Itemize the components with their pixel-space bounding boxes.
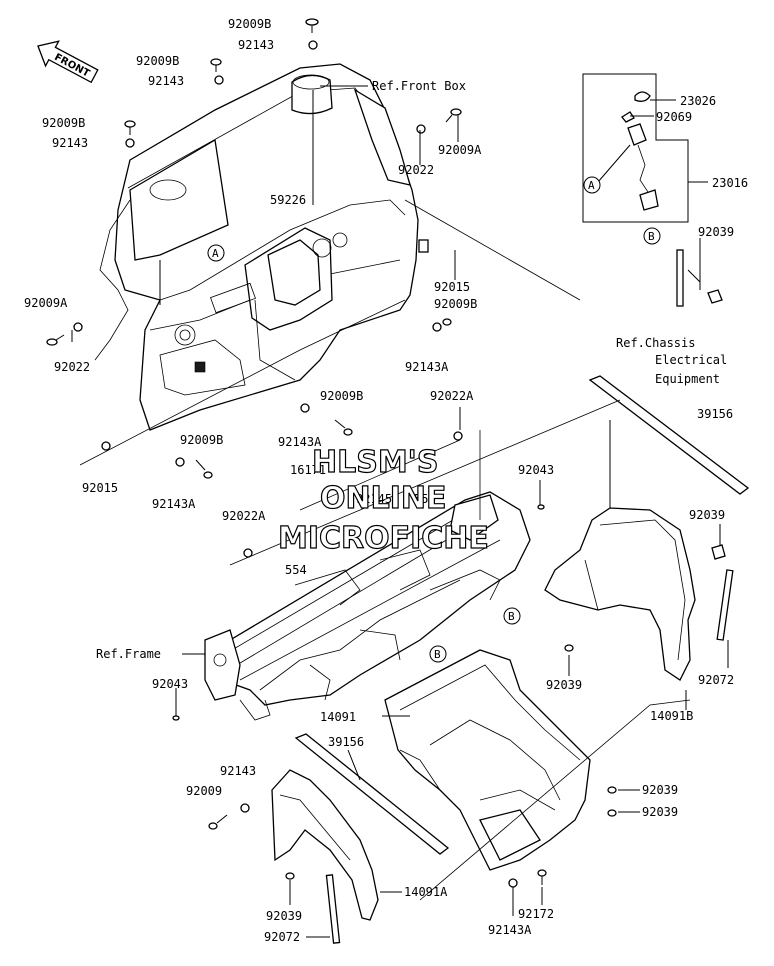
callout-92143a-lower-left: 92143A bbox=[152, 497, 196, 511]
ref-chassis-line3: Equipment bbox=[655, 372, 720, 386]
ref-chassis-line1: Ref.Chassis bbox=[616, 336, 695, 350]
leader-lines bbox=[71, 85, 729, 938]
marker-b-frame: B bbox=[503, 607, 521, 625]
callout-92143a-bottom: 92143A bbox=[488, 923, 532, 937]
watermark: HLSM'S ONLINE MICROFICHE bbox=[277, 444, 489, 556]
frame-assembly bbox=[204, 491, 531, 721]
marker-b-floor: B bbox=[429, 645, 447, 663]
callout-554-upper: 554 bbox=[414, 492, 436, 506]
callout-14091a: 14091A bbox=[404, 885, 448, 899]
callout-92009b-center: 92009B bbox=[320, 389, 363, 403]
callout-92143a-center: 92143A bbox=[278, 435, 322, 449]
callout-92015-right: 92015 bbox=[434, 280, 470, 294]
marker-a-connector-label: A bbox=[588, 179, 595, 192]
callout-92009a-right: 92009A bbox=[438, 143, 482, 157]
callout-92143-far-left: 92143 bbox=[52, 136, 88, 150]
callout-554-lower: 554 bbox=[285, 563, 307, 577]
connector-assembly: A bbox=[582, 73, 689, 223]
callout-92039-chassis: 92039 bbox=[698, 225, 734, 239]
callout-14091b: 14091B bbox=[650, 709, 693, 723]
floor-pan-14091 bbox=[384, 649, 591, 871]
front-arrow: FRONT bbox=[37, 40, 99, 84]
callout-92039-floor-b: 92039 bbox=[642, 805, 678, 819]
watermark-line1: HLSM'S bbox=[312, 445, 438, 480]
callout-92009b-lower-left: 92009B bbox=[180, 433, 223, 447]
callout-92009b-top: 92009B bbox=[228, 17, 271, 31]
callout-92143a-mid-right: 92143A bbox=[405, 360, 449, 374]
callout-92172: 92172 bbox=[518, 907, 554, 921]
callout-23026: 23026 bbox=[680, 94, 716, 108]
ref-frame: Ref.Frame bbox=[96, 647, 161, 661]
watermark-line3: MICROFICHE bbox=[278, 521, 489, 556]
callout-92143-left: 92143 bbox=[148, 74, 184, 88]
marker-b-floor-label: B bbox=[434, 648, 441, 661]
callout-92039-floor-a: 92039 bbox=[642, 783, 678, 797]
callout-92143-lower: 92143 bbox=[220, 764, 256, 778]
callout-59226: 59226 bbox=[270, 193, 306, 207]
callout-39156-upper: 39156 bbox=[697, 407, 733, 421]
callout-92022a-left: 92022A bbox=[222, 509, 266, 523]
callout-23016: 23016 bbox=[712, 176, 748, 190]
marker-a-dash-label: A bbox=[212, 247, 219, 260]
chassis-ref-group: B bbox=[643, 227, 723, 307]
callout-92039-fender-right: 92039 bbox=[689, 508, 725, 522]
callout-92072-right: 92072 bbox=[698, 673, 734, 687]
callout-92009a-left: 92009A bbox=[24, 296, 68, 310]
marker-b-chassis-label: B bbox=[648, 230, 655, 243]
callout-92039-center: 92039 bbox=[546, 678, 582, 692]
callout-92143-top: 92143 bbox=[238, 38, 274, 52]
callout-16171: 16171 bbox=[290, 463, 326, 477]
dash-panel-59226 bbox=[114, 63, 419, 431]
callout-labels: 92009B 92143 92009B 92143 92009B 92143 9… bbox=[24, 17, 748, 944]
strip-39156-lower bbox=[294, 733, 450, 855]
callout-92009b-left: 92009B bbox=[136, 54, 179, 68]
dash-left-outline bbox=[94, 199, 131, 361]
marker-b-frame-label: B bbox=[508, 610, 515, 623]
watermark-line2: ONLINE bbox=[320, 481, 447, 516]
callout-92009b-far-left: 92009B bbox=[42, 116, 85, 130]
callout-92069: 92069 bbox=[656, 110, 692, 124]
ref-chassis-line2: Electrical bbox=[655, 353, 727, 367]
strip-39156-upper bbox=[588, 375, 750, 495]
callout-92015-left: 92015 bbox=[82, 481, 118, 495]
callout-92043-upper: 92043 bbox=[518, 463, 554, 477]
ref-front-box: Ref.Front Box bbox=[372, 79, 466, 93]
callout-14091: 14091 bbox=[320, 710, 356, 724]
hardware bbox=[46, 18, 617, 888]
callout-92072-bottom: 92072 bbox=[264, 930, 300, 944]
callout-92039-bottom: 92039 bbox=[266, 909, 302, 923]
callout-92043-lower: 92043 bbox=[152, 677, 188, 691]
fender-14091a bbox=[271, 769, 379, 944]
marker-a-dash: A bbox=[207, 244, 225, 262]
callout-92009b-mid-right: 92009B bbox=[434, 297, 477, 311]
callout-92022-right: 92022 bbox=[398, 163, 434, 177]
callout-92009-lower: 92009 bbox=[186, 784, 222, 798]
callout-92022a-upper: 92022A bbox=[430, 389, 474, 403]
callout-39156-lower: 39156 bbox=[328, 735, 364, 749]
fender-14091b bbox=[544, 507, 734, 681]
callout-92145: 92145 bbox=[356, 492, 392, 506]
callout-92022-left: 92022 bbox=[54, 360, 90, 374]
